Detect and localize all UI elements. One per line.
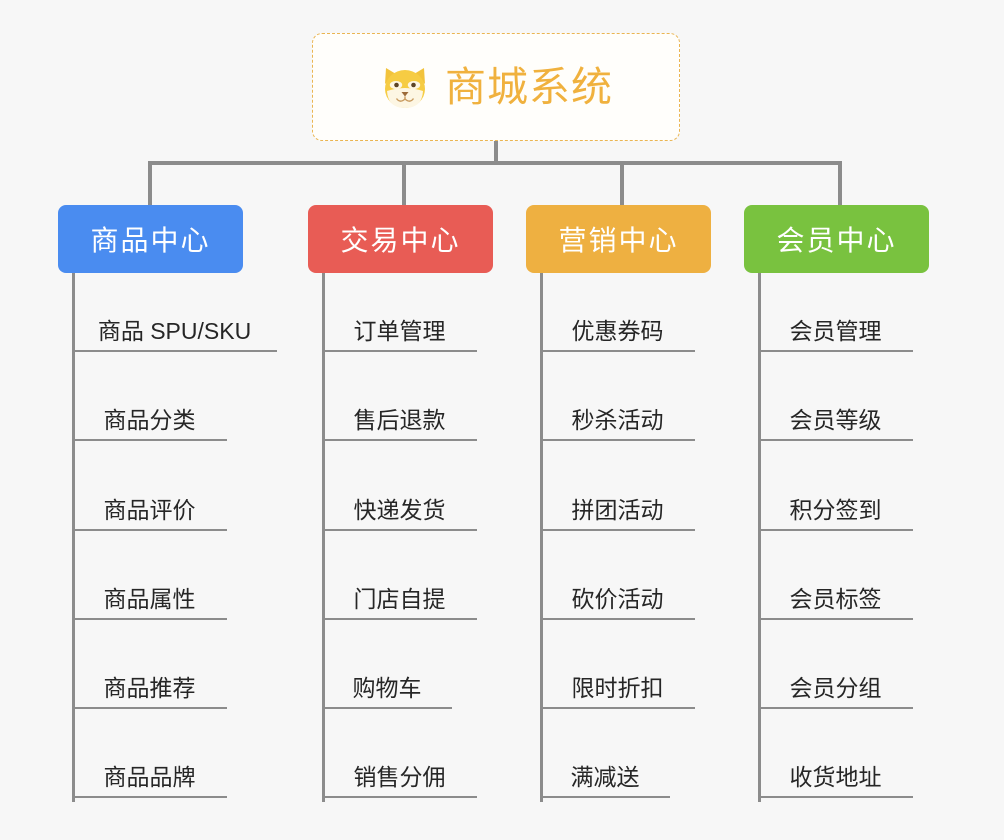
leaf-item-label: 收货地址 — [789, 764, 882, 790]
drop-connector-4 — [838, 161, 842, 205]
trunk-bar-connector — [148, 161, 842, 165]
leaf-item-label: 会员管理 — [789, 318, 882, 344]
leaf-item[interactable]: 门店自提 — [322, 588, 477, 620]
branch-spine-2 — [540, 273, 543, 802]
leaf-item-label: 秒杀活动 — [571, 407, 664, 433]
leaf-item-label: 销售分佣 — [353, 764, 446, 790]
leaf-item-label: 限时折扣 — [571, 675, 664, 701]
leaf-item-label: 会员等级 — [789, 407, 882, 433]
leaf-item-label: 商品属性 — [103, 586, 196, 612]
leaf-item-label: 会员标签 — [789, 586, 882, 612]
branch-spine-1 — [322, 273, 325, 802]
leaf-item-label: 积分签到 — [789, 497, 882, 523]
drop-connector-1 — [148, 161, 152, 205]
branch-spine-3 — [758, 273, 761, 802]
leaf-item[interactable]: 购物车 — [322, 677, 452, 709]
leaf-item[interactable]: 会员分组 — [758, 677, 913, 709]
root-title: 商城系统 — [445, 63, 613, 110]
leaf-item[interactable]: 满减送 — [540, 766, 670, 798]
branch-spine-0 — [72, 273, 75, 802]
leaf-item[interactable]: 会员等级 — [758, 409, 913, 441]
drop-connector-2 — [402, 161, 406, 205]
leaf-item-label: 快递发货 — [353, 497, 446, 523]
leaf-item-label: 拼团活动 — [571, 497, 664, 523]
shiba-dog-face-icon — [379, 63, 431, 111]
leaf-item-label: 满减送 — [570, 764, 640, 790]
branch-node-2[interactable]: 营销中心 — [526, 205, 711, 273]
leaf-item[interactable]: 商品分类 — [72, 409, 227, 441]
leaf-item-label: 商品 SPU/SKU — [97, 318, 252, 344]
root-stem-connector — [494, 141, 498, 165]
leaf-item[interactable]: 会员标签 — [758, 588, 913, 620]
leaf-item-label: 优惠券码 — [571, 318, 664, 344]
drop-connector-3 — [620, 161, 624, 205]
leaf-item-label: 门店自提 — [353, 586, 446, 612]
leaf-item[interactable]: 商品品牌 — [72, 766, 227, 798]
branch-node-label: 会员中心 — [776, 225, 897, 256]
leaf-item-label: 商品品牌 — [103, 764, 196, 790]
leaf-item[interactable]: 秒杀活动 — [540, 409, 695, 441]
leaf-item[interactable]: 优惠券码 — [540, 320, 695, 352]
leaf-item-label: 商品推荐 — [103, 675, 196, 701]
branch-node-0[interactable]: 商品中心 — [58, 205, 243, 273]
leaf-item[interactable]: 积分签到 — [758, 499, 913, 531]
leaf-item-label: 订单管理 — [353, 318, 446, 344]
branch-node-label: 商品中心 — [90, 225, 211, 256]
root-node[interactable]: 商城系统 — [312, 33, 680, 141]
leaf-item[interactable]: 商品属性 — [72, 588, 227, 620]
branch-node-label: 营销中心 — [558, 225, 679, 256]
leaf-item-label: 售后退款 — [353, 407, 446, 433]
leaf-item[interactable]: 会员管理 — [758, 320, 913, 352]
leaf-item[interactable]: 限时折扣 — [540, 677, 695, 709]
leaf-item-label: 会员分组 — [789, 675, 882, 701]
branch-node-label: 交易中心 — [340, 225, 461, 256]
branch-node-3[interactable]: 会员中心 — [744, 205, 929, 273]
branch-node-1[interactable]: 交易中心 — [308, 205, 493, 273]
leaf-item[interactable]: 商品 SPU/SKU — [72, 320, 277, 352]
leaf-item[interactable]: 订单管理 — [322, 320, 477, 352]
leaf-item[interactable]: 商品评价 — [72, 499, 227, 531]
leaf-item-label: 商品分类 — [103, 407, 196, 433]
leaf-item[interactable]: 快递发货 — [322, 499, 477, 531]
leaf-item[interactable]: 售后退款 — [322, 409, 477, 441]
leaf-item[interactable]: 销售分佣 — [322, 766, 477, 798]
leaf-item[interactable]: 砍价活动 — [540, 588, 695, 620]
leaf-item[interactable]: 商品推荐 — [72, 677, 227, 709]
leaf-item[interactable]: 收货地址 — [758, 766, 913, 798]
leaf-item-label: 商品评价 — [103, 497, 196, 523]
leaf-item-label: 砍价活动 — [571, 586, 664, 612]
leaf-item-label: 购物车 — [352, 675, 422, 701]
leaf-item[interactable]: 拼团活动 — [540, 499, 695, 531]
